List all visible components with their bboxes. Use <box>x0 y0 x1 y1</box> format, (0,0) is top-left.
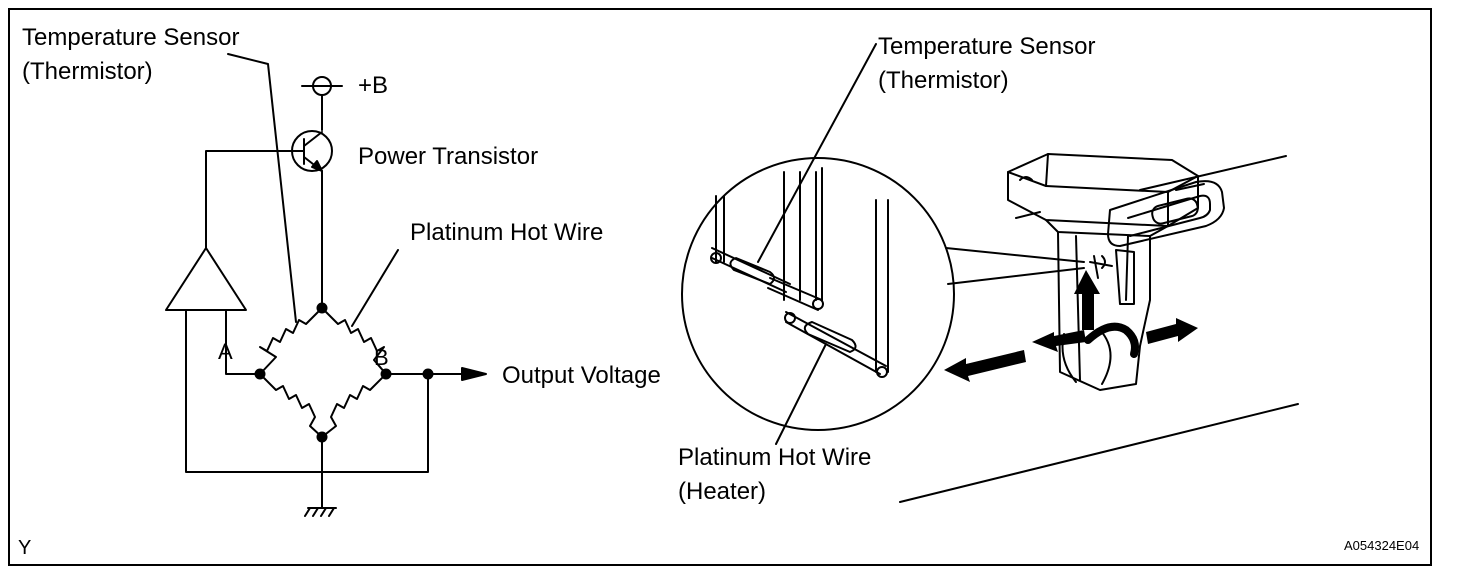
detail-connector-top <box>945 247 1085 263</box>
detail-connector-bottom <box>947 267 1085 285</box>
magnified-detail-circle <box>681 157 955 431</box>
duct-line-top-left <box>1015 211 1041 219</box>
sensor-hot-wire-sublabel: (Heater) <box>678 478 767 505</box>
thermistor-element <box>710 247 824 311</box>
figure-code: A054324E04 <box>1344 538 1420 553</box>
power-transistor-symbol <box>269 130 333 172</box>
figure-frame <box>8 8 1432 566</box>
airflow-arrows <box>944 270 1198 382</box>
duct-line-bottom <box>899 403 1299 503</box>
supply-label: +B <box>358 72 389 99</box>
wheatstone-bridge <box>254 302 434 443</box>
leader-right-hot-wire <box>775 343 827 445</box>
sensor-temp-sensor-label: Temperature Sensor <box>878 33 1096 60</box>
circuit-temp-sensor-label: Temperature Sensor <box>22 24 240 51</box>
output-arrow <box>461 367 487 381</box>
wire-amp-to-base <box>205 150 271 249</box>
curved-flow <box>1084 322 1139 358</box>
leader-right-temp-sensor <box>757 43 877 263</box>
sensor-illustration <box>681 43 1299 503</box>
wire-node-a <box>225 309 261 375</box>
corner-mark: Y <box>18 537 32 559</box>
element-supports <box>715 167 889 373</box>
power-transistor-label: Power Transistor <box>358 143 539 170</box>
node-a-label: A <box>218 339 233 364</box>
circuit-schematic <box>165 53 487 517</box>
leader-hot-wire <box>351 249 399 327</box>
amplifier-symbol <box>165 247 247 311</box>
air-flow-meter <box>1007 153 1225 391</box>
wire-node-b-feedback <box>185 309 429 473</box>
node-b-label: B <box>374 345 389 370</box>
sensor-hot-wire-label: Platinum Hot Wire <box>678 444 872 471</box>
duct-line-top-right <box>1139 155 1287 191</box>
leader-temp-sensor <box>227 53 297 323</box>
output-voltage-label: Output Voltage <box>502 362 661 389</box>
supply-terminal-symbol <box>301 76 343 96</box>
circuit-temp-sensor-sublabel: (Thermistor) <box>22 58 153 85</box>
sensor-temp-sensor-sublabel: (Thermistor) <box>878 67 1009 94</box>
hot-wire-element <box>784 311 888 378</box>
circuit-hot-wire-label: Platinum Hot Wire <box>410 219 604 246</box>
ground-symbol <box>304 436 337 517</box>
